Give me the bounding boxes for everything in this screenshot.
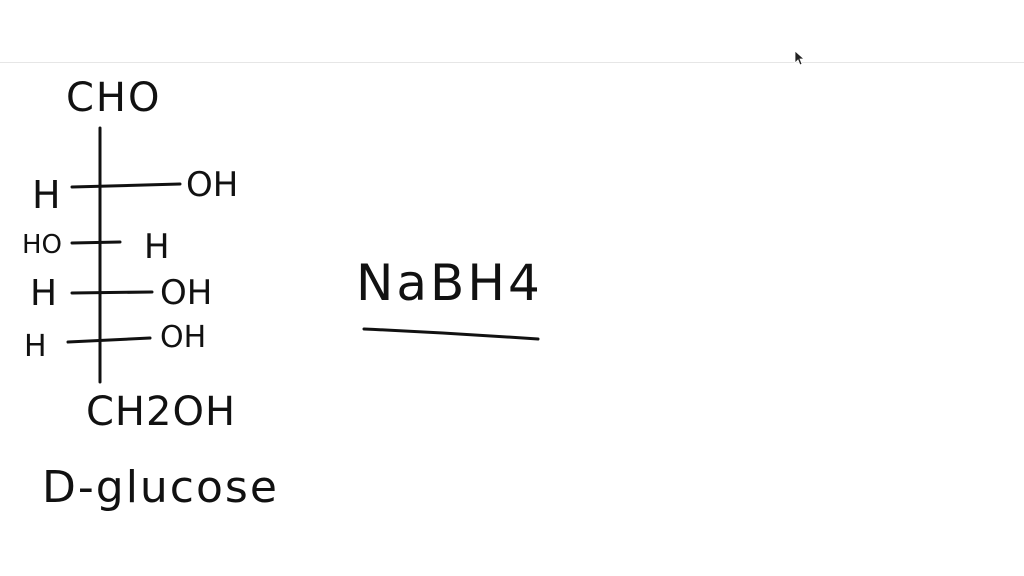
row4-right-label: OH	[160, 320, 207, 355]
row2-left-label: HO	[22, 230, 63, 260]
row1-left-label: H	[32, 173, 61, 217]
row3-left-label: H	[30, 273, 58, 314]
ch2oh-group-label: CH2OH	[86, 389, 237, 435]
toolbar-divider	[0, 62, 1024, 63]
row4-left-label: H	[24, 329, 47, 364]
mouse-pointer-icon	[794, 50, 804, 66]
row2-right-label: H	[144, 227, 170, 267]
compound-name-label: D-glucose	[42, 462, 279, 513]
reagent-label: NaBH4	[356, 254, 543, 312]
row3-right-label: OH	[160, 273, 213, 313]
row1-right-label: OH	[186, 165, 239, 205]
cho-group-label: CHO	[66, 75, 162, 121]
